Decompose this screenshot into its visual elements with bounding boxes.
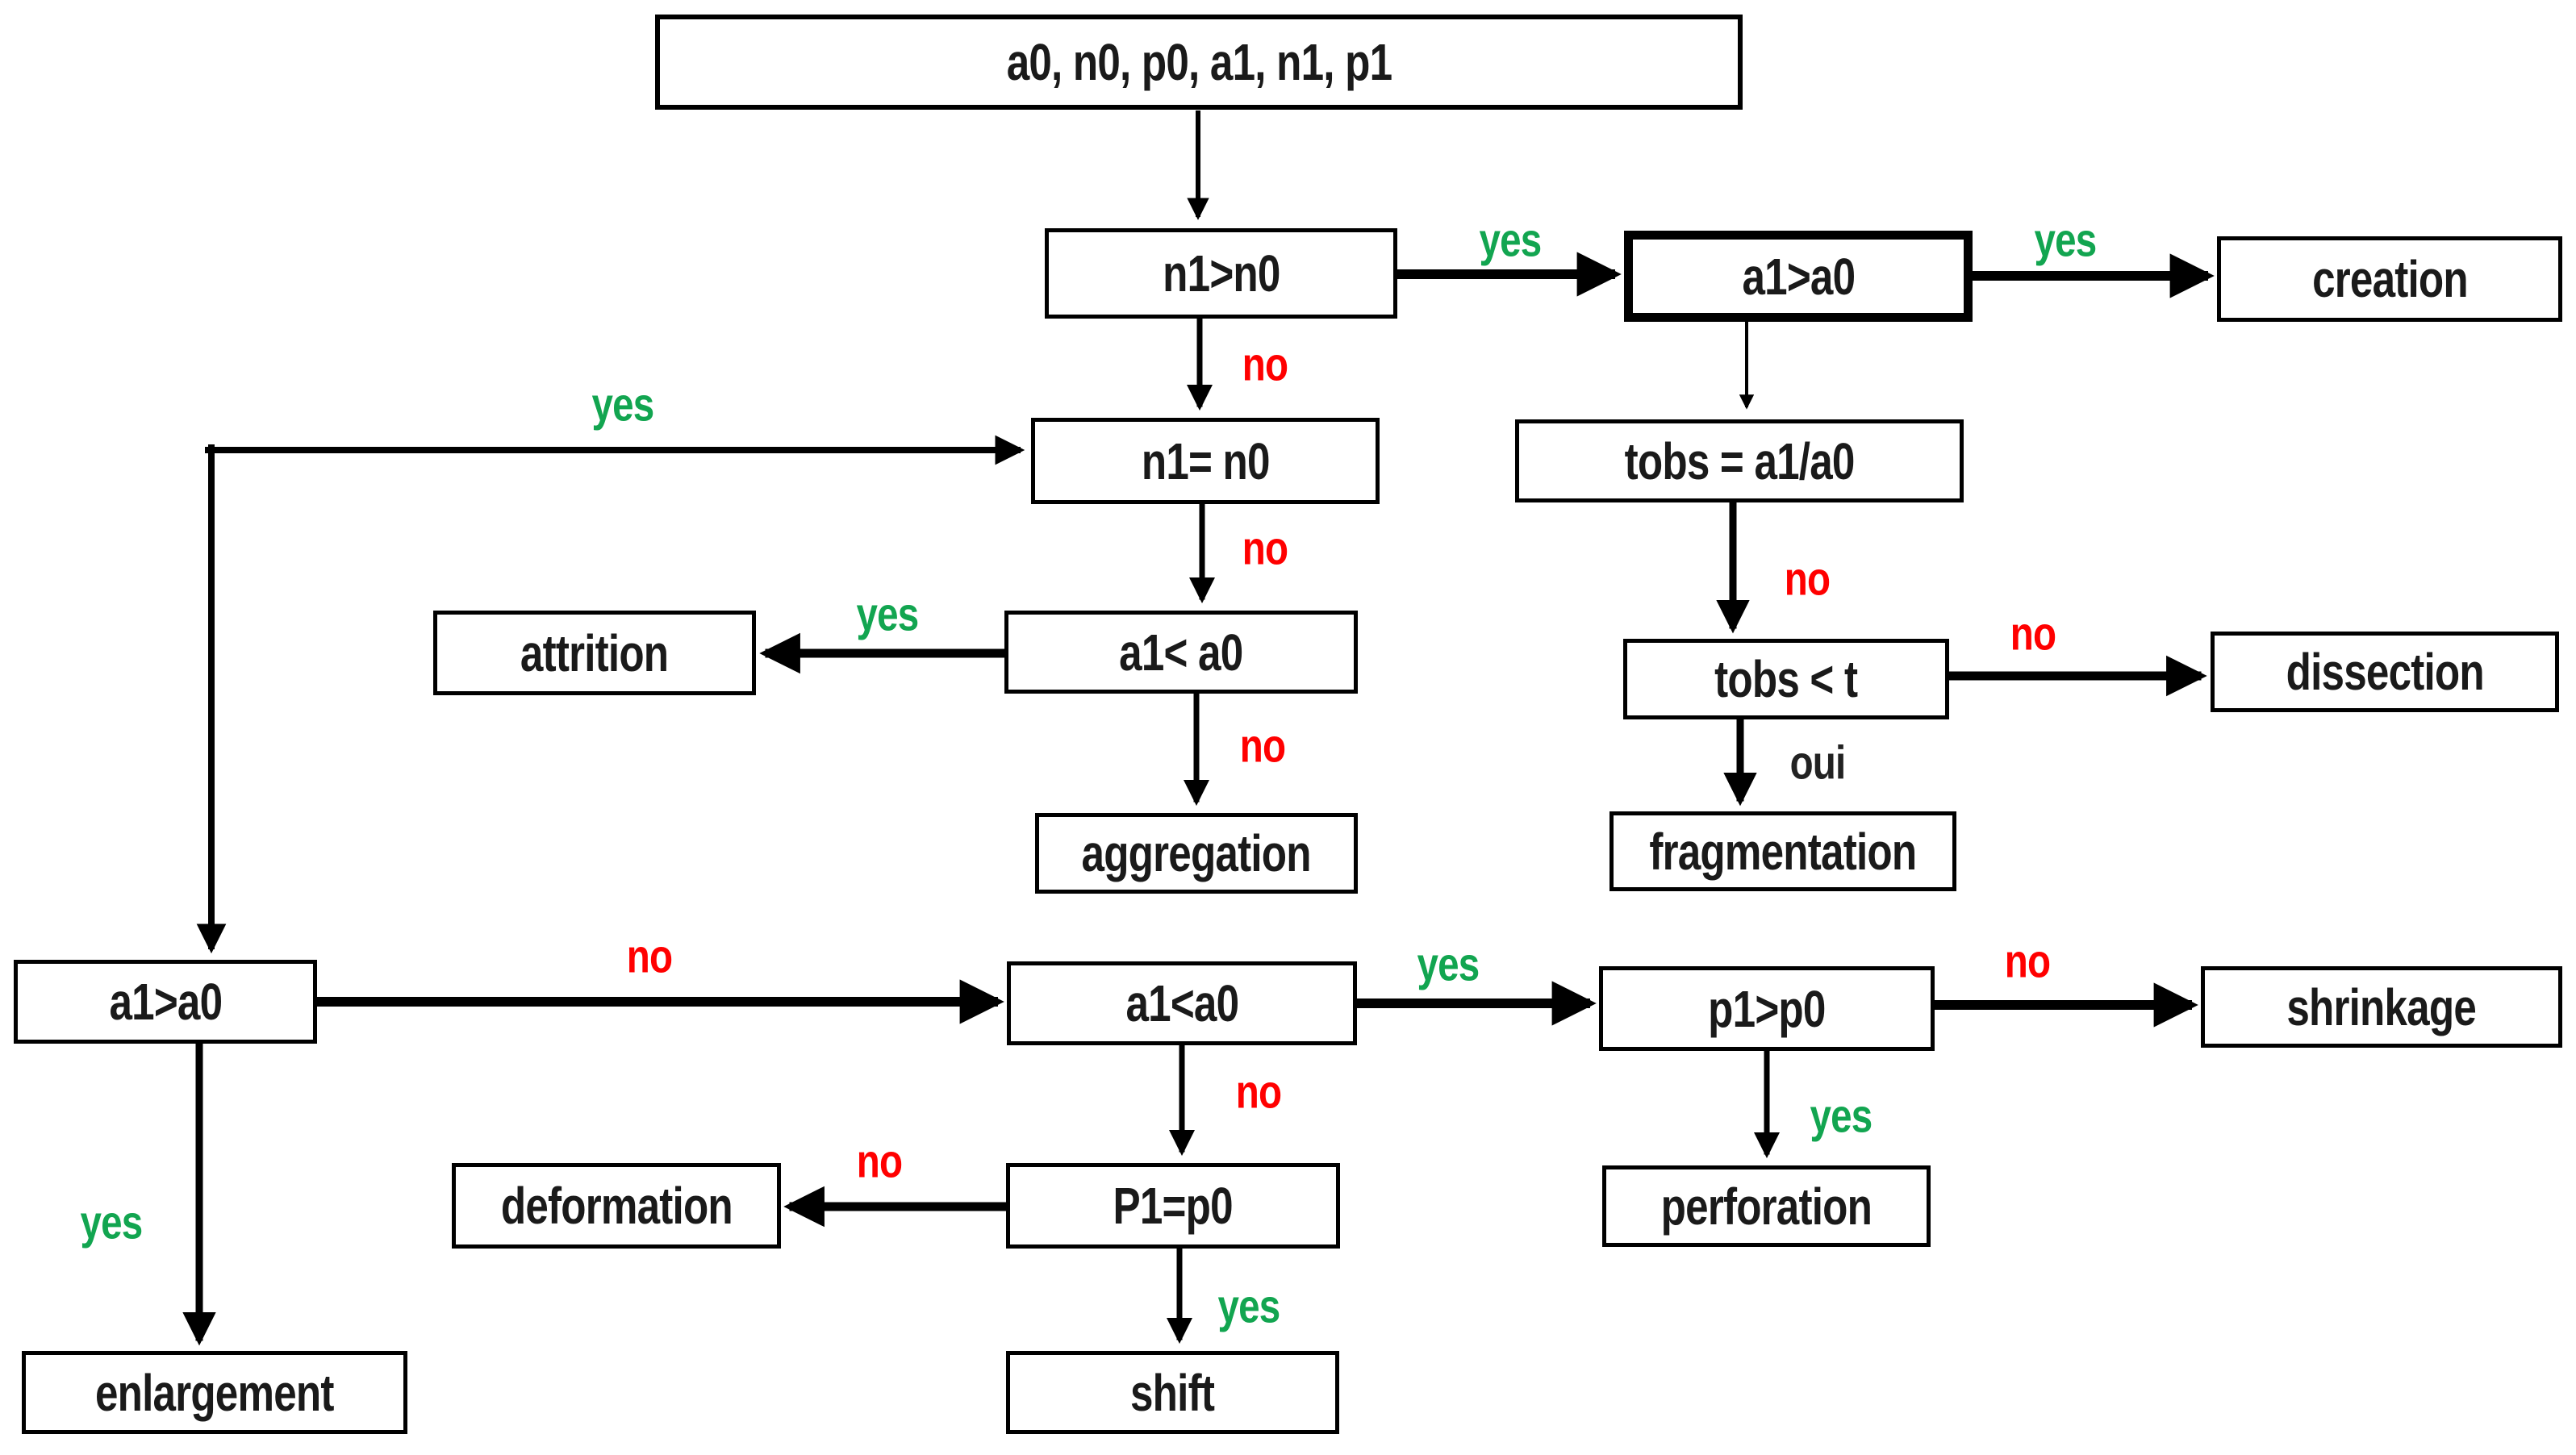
node-label-fragmentation: fragmentation [1649,822,1918,881]
node-shift: shift [1006,1351,1339,1434]
node-shrinkage: shrinkage [2201,966,2562,1048]
edge-label-a1lta0bot-to-p1eqp0: no [1235,1065,1282,1119]
node-label-deformation: deformation [500,1177,733,1235]
node-deformation: deformation [452,1163,781,1249]
node-start: a0, n0, p0, a1, n1, p1 [655,15,1743,110]
edge-label-p1eqp0-to-shift: yes [1217,1280,1281,1333]
edge-label-p1gtp0-to-perforation: yes [1810,1090,1873,1143]
node-label-enlargement: enlargement [95,1363,334,1422]
node-label-a1-gt-a0-top: a1>a0 [1742,247,1856,306]
node-tobs-calc: tobs = a1/a0 [1515,419,1964,502]
node-label-dissection: dissection [2286,643,2484,701]
node-label-p1-eq-p0: P1=p0 [1113,1177,1234,1235]
node-label-perforation: perforation [1660,1177,1873,1236]
edge-label-n1gtn0-to-n1eqn0: no [1242,338,1288,391]
node-label-tobs-calc: tobs = a1/a0 [1624,431,1856,490]
edge-label-tobsltt-to-fragment: oui [1789,736,1847,790]
node-p1-eq-p0: P1=p0 [1006,1163,1340,1249]
node-p1-gt-p0: p1>p0 [1599,966,1935,1051]
node-label-shrinkage: shrinkage [2286,978,2477,1036]
node-a1-lt-a0-bot: a1<a0 [1007,961,1357,1045]
node-label-aggregation: aggregation [1081,824,1312,882]
edge-label-tobs-to-tobsltt: no [1784,552,1831,606]
edge-label-a1gta0-to-creation: yes [2034,214,2098,267]
node-creation: creation [2217,236,2562,322]
node-a1-gt-a0-bot: a1>a0 [14,960,317,1044]
node-aggregation: aggregation [1035,813,1358,894]
node-label-attrition: attrition [520,623,669,682]
edge-label-a1lta0bot-to-p1gtp0: yes [1417,938,1480,991]
node-label-n1-gt-n0: n1>n0 [1162,244,1280,302]
node-label-a1-lt-a0-bot: a1<a0 [1125,974,1239,1032]
node-label-start: a0, n0, p0, a1, n1, p1 [1006,33,1392,91]
edge-label-n1eqn0-to-a1lta0: no [1242,522,1288,575]
node-fragmentation: fragmentation [1609,811,1956,891]
node-perforation: perforation [1602,1165,1931,1247]
edge-label-tobsltt-to-dissection: no [2010,607,2056,661]
edge-label-p1gtp0-to-shrinkage: no [2004,935,2051,988]
node-n1-eq-n0: n1= n0 [1031,418,1380,504]
node-attrition: attrition [433,611,756,695]
node-dissection: dissection [2211,632,2559,712]
node-label-tobs-lt-t: tobs < t [1714,650,1858,708]
edge-label-a1lta0-to-aggregation: no [1239,719,1286,773]
edge-label-p1eqp0-to-deformation: no [856,1135,903,1188]
node-label-a1-gt-a0-bot: a1>a0 [109,973,223,1031]
node-a1-lt-a0-mid: a1< a0 [1004,611,1358,694]
node-label-p1-gt-p0: p1>p0 [1708,979,1826,1038]
node-label-a1-lt-a0-mid: a1< a0 [1119,623,1243,682]
node-enlargement: enlargement [22,1351,407,1434]
node-label-creation: creation [2311,250,2469,308]
edge-label-a1lta0-to-attrition: yes [856,588,920,641]
node-label-shift: shift [1130,1363,1215,1422]
edge-label-a1gta0bot-to-enlarge: yes [80,1196,144,1249]
node-a1-gt-a0-top: a1>a0 [1624,231,1973,322]
edge-label-corner-to-n1eqn0: yes [591,378,655,431]
node-n1-gt-n0: n1>n0 [1045,228,1397,319]
node-tobs-lt-t: tobs < t [1623,639,1949,719]
edge-label-a1gta0bot-to-a1lta0bot: no [626,930,673,983]
edge-label-n1gtn0-to-a1gta0: yes [1479,214,1543,267]
node-label-n1-eq-n0: n1= n0 [1141,431,1271,490]
